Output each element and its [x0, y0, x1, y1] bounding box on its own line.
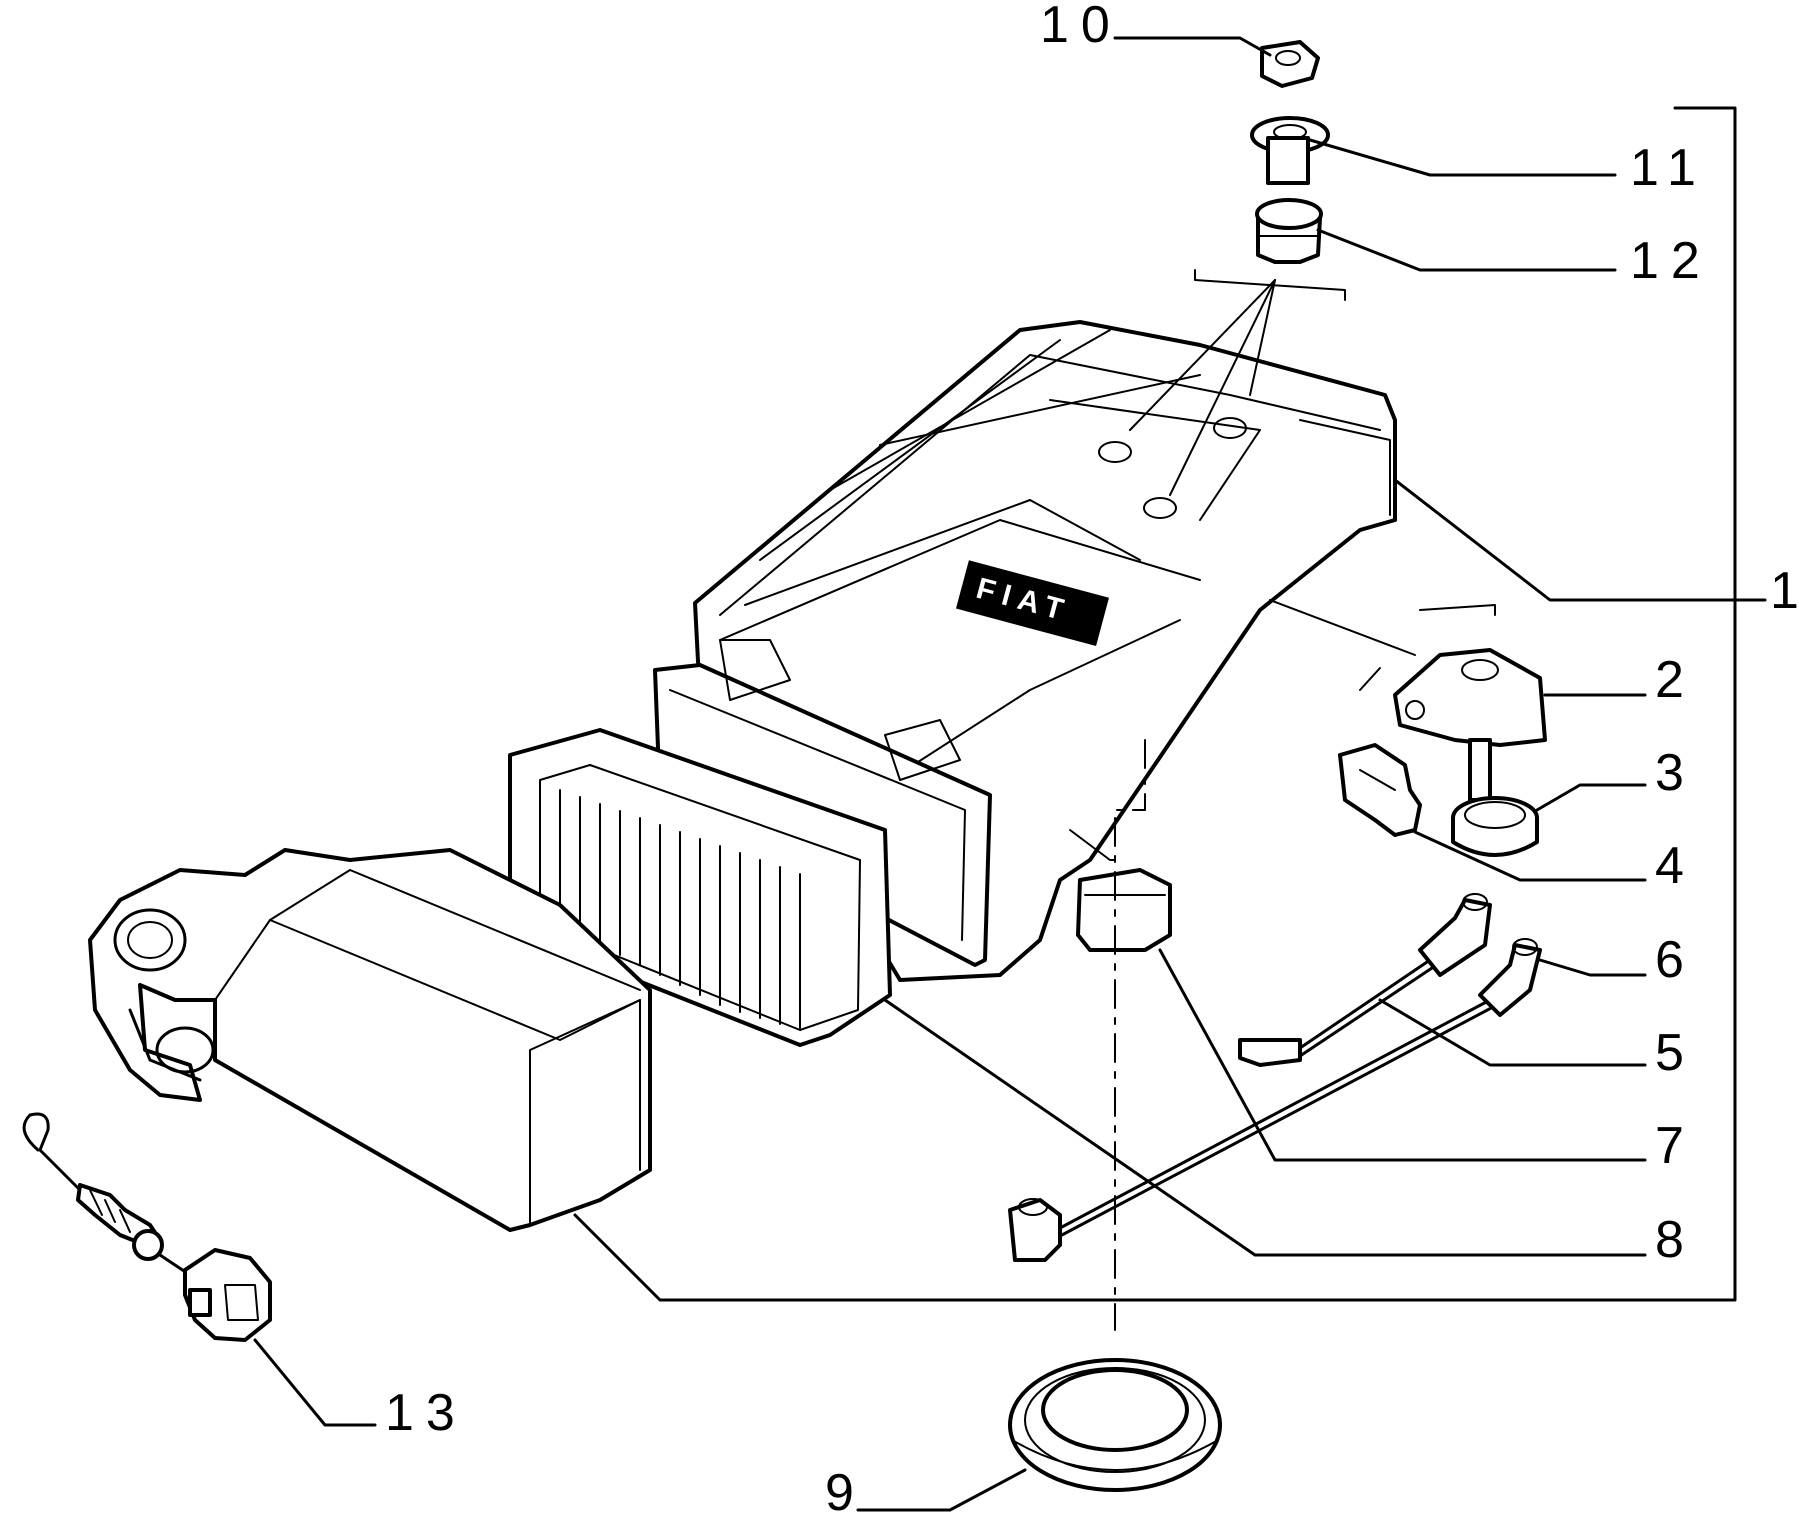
leader-7	[1158, 948, 1647, 1162]
callout-12: 12	[1630, 232, 1712, 290]
leader-12	[1316, 228, 1617, 272]
callout-leaders	[253, 36, 1767, 1512]
callout-8: 8	[1655, 1211, 1696, 1269]
cap	[1451, 796, 1539, 857]
valve-sensor	[1393, 648, 1547, 802]
seal-ring	[1008, 1358, 1222, 1492]
callout-11: 11	[1630, 139, 1708, 197]
callout-2: 2	[1655, 651, 1696, 709]
leader-10	[1113, 36, 1272, 57]
assembly-guide-lines	[1069, 269, 1496, 1331]
callout-13: 13	[385, 1384, 467, 1442]
leader-3	[1535, 783, 1647, 812]
clip	[1338, 743, 1422, 837]
callout-6: 6	[1655, 931, 1696, 989]
leader-8	[883, 998, 1647, 1257]
leader-6	[1538, 958, 1647, 977]
nut	[1260, 40, 1320, 88]
lower-housing	[88, 848, 652, 1232]
leader-4	[1413, 830, 1647, 882]
callout-labels: 10 11 12 1 2 3 4 6 5 7 8 13 9	[385, 0, 1799, 1515]
leader-11	[1308, 138, 1617, 177]
callout-5: 5	[1655, 1024, 1696, 1082]
rubber-bush	[1255, 198, 1323, 264]
callout-1: 1	[1770, 562, 1799, 620]
leader-1	[1393, 478, 1767, 602]
leader-5	[1378, 998, 1647, 1067]
spacer	[1250, 116, 1330, 185]
callout-4: 4	[1655, 837, 1696, 895]
callout-3: 3	[1655, 744, 1696, 802]
leader-9	[856, 1468, 1027, 1512]
vacuum-hose-short	[1238, 893, 1492, 1067]
bracket-1	[573, 106, 1737, 1302]
filter-pleats	[559, 789, 801, 1029]
leader-13	[253, 1338, 377, 1427]
callout-7: 7	[1655, 1117, 1696, 1175]
spring-hook-assembly	[22, 1112, 272, 1342]
callout-9: 9	[825, 1464, 866, 1515]
vacuum-hose-long	[1008, 938, 1542, 1262]
fiat-logo-plate	[955, 560, 1109, 647]
callout-10: 10	[1040, 0, 1122, 54]
rubber-grommet	[1076, 868, 1172, 952]
